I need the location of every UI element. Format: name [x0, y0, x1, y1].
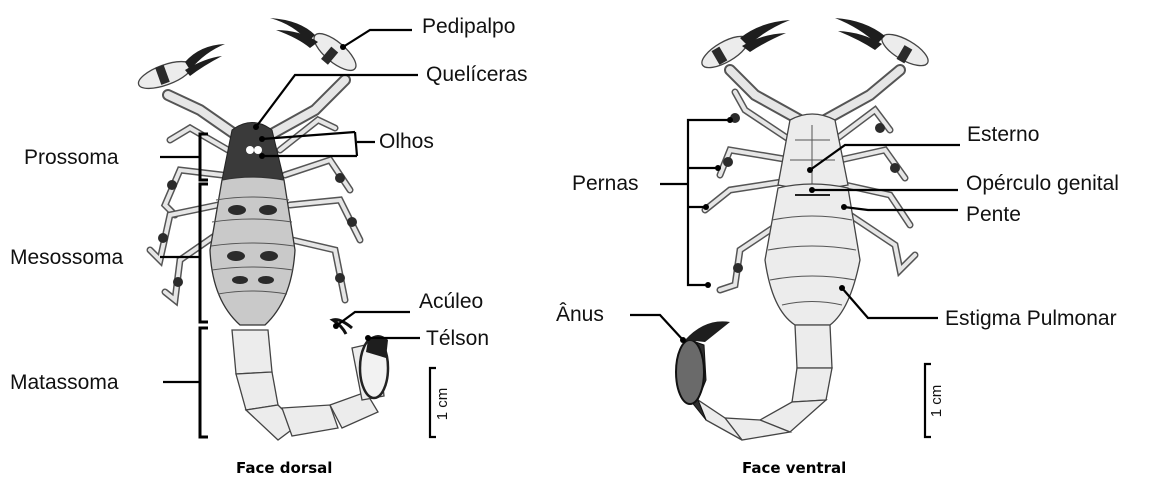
estigma-leader: [842, 288, 938, 318]
estigma-label: Estigma Pulmonar: [945, 307, 1117, 330]
olhos-bracket: [355, 132, 357, 156]
dorsal-caption: Face dorsal: [236, 459, 332, 477]
pedipalpo-label: Pedipalpo: [422, 15, 515, 38]
pernas-label: Pernas: [572, 172, 639, 195]
mesossoma-label: Mesossoma: [10, 246, 124, 269]
dorsal-scale-label: 1 cm: [434, 388, 451, 421]
anus-label: Ânus: [556, 303, 604, 326]
dorsal-scorpion-illustration: [135, 18, 388, 440]
ventral-scale-label: 1 cm: [928, 385, 945, 418]
aculeo-label: Acúleo: [419, 290, 483, 313]
anus-leader: [630, 315, 683, 340]
prossoma-label: Prossoma: [24, 146, 119, 169]
pedipalpo-leader: [343, 30, 412, 47]
queliceras-label: Quelíceras: [426, 63, 528, 86]
ventral-scorpion-illustration: [676, 18, 933, 440]
esterno-label: Esterno: [967, 123, 1039, 146]
matassoma-label: Matassoma: [10, 371, 119, 394]
olhos-label: Olhos: [379, 130, 434, 153]
ventral-caption: Face ventral: [742, 459, 846, 477]
pente-label: Pente: [966, 203, 1021, 226]
operculo-label: Opérculo genital: [966, 172, 1119, 195]
telson-label: Télson: [426, 327, 489, 350]
matassoma-bracket: [200, 328, 208, 437]
